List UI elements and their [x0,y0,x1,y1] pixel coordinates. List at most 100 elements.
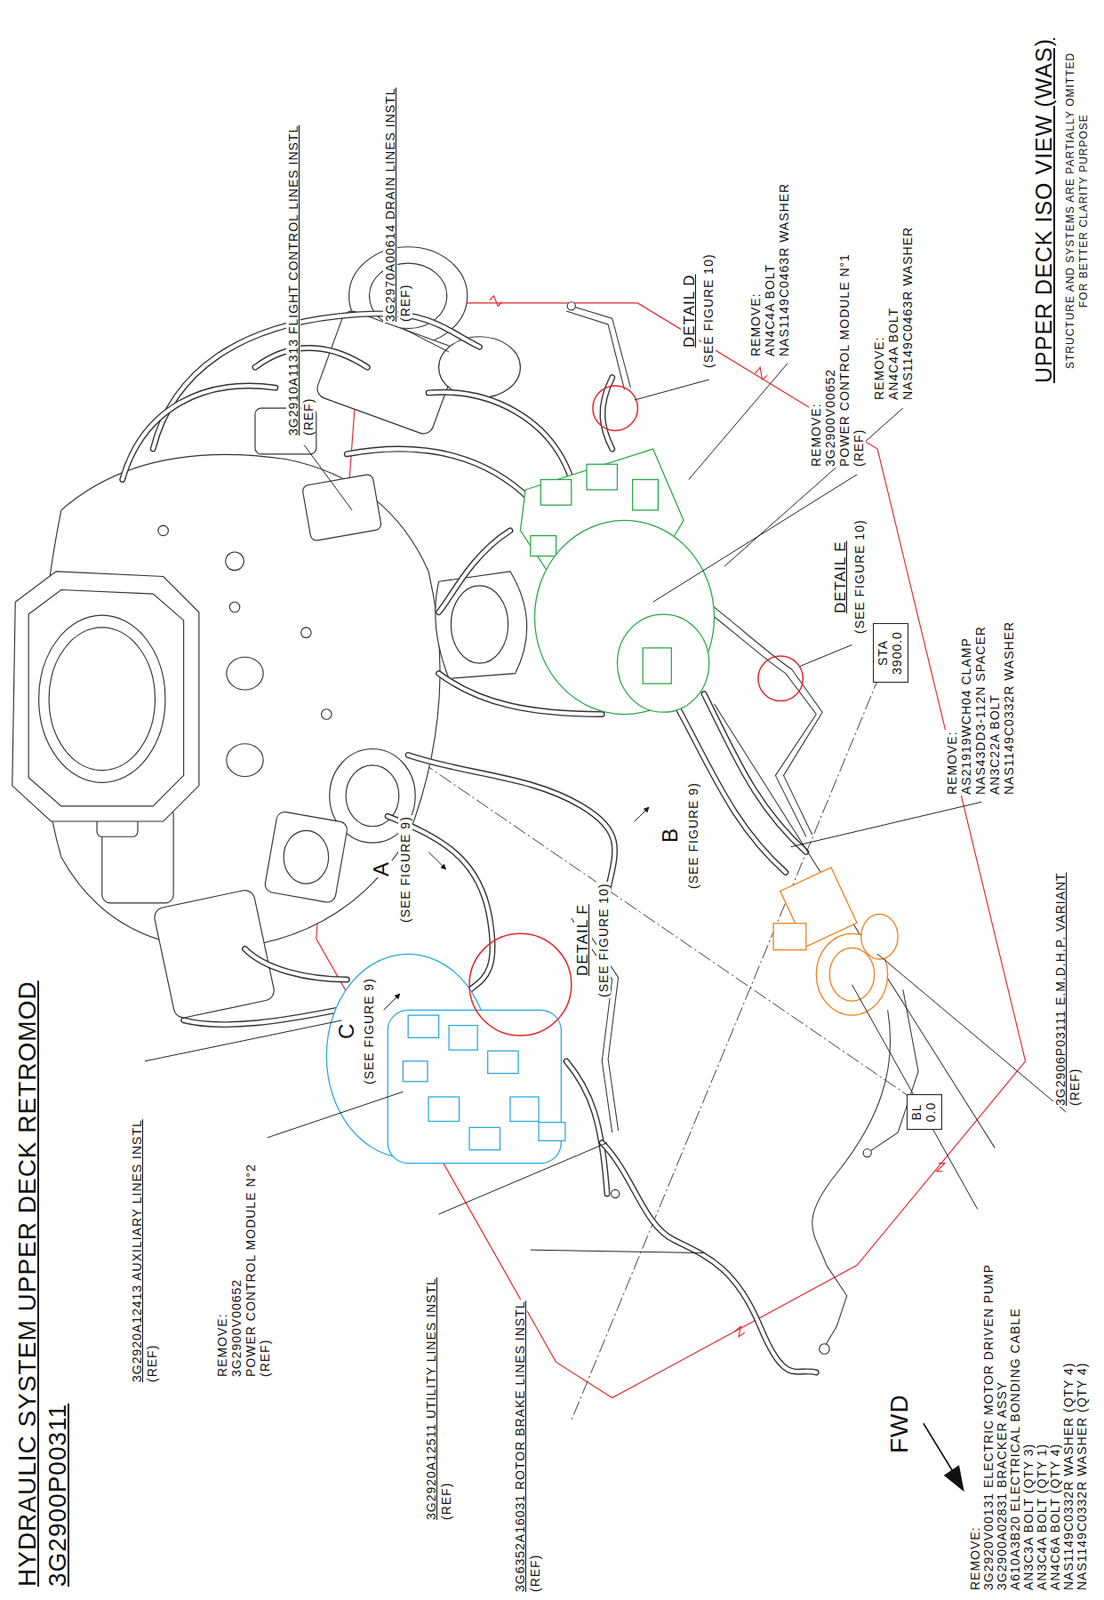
power-control-module [402,1061,428,1082]
detail-callout: DETAIL F [574,903,592,977]
hydraulic-line [571,305,632,388]
hydraulic-tube [122,313,817,1373]
boundary-line [489,296,503,306]
gearbox [48,627,155,771]
datum-line [571,675,880,1421]
removal-note: NAS1149C0463R WASHER [900,225,915,401]
leader-line [791,801,983,848]
removal-note: REMOVE: [748,291,763,358]
forward-arrow [944,1464,965,1492]
gearbox [152,888,277,1020]
view-note: (SEE FIGURE 9) [398,815,413,924]
hydraulic-tube [439,530,511,613]
view-title: UPPER DECK ISO VIEW (WAS) [1031,37,1057,384]
view-arrow [634,807,649,822]
hydraulic-tube [408,754,615,919]
removal-note: NAS1149C0332R WASHER (QTY 4) [1075,1361,1089,1592]
power-control-module [428,1096,459,1122]
hydraulic-tube [428,392,572,480]
view-note: (SEE FIGURE 9) [686,781,701,890]
view-arrow [384,807,649,1010]
part-callout: 3G6352A16031 ROTOR BRAKE LINES INSTL [512,1299,528,1593]
electric-motor-pump [773,867,898,1016]
electric-motor-pump [773,923,807,951]
gearbox [39,615,166,783]
direction-label: FWD [885,1392,914,1455]
leader-line [267,1091,404,1138]
removal-note: A610A3B20 ELECTRICAL BONDING CABLE [1008,1307,1023,1592]
removal-note: POWER CONTROL MODULE N°1 [837,252,852,468]
part-callout: (REF) [1067,1067,1082,1107]
hydraulic-line [714,704,996,1148]
removal-note: AN3C4A BOLT (QTY 1) [1035,1442,1049,1592]
view-arrow [384,993,400,1010]
removal-note: 3G2900V00652 [229,1278,244,1378]
hydraulic-tube [184,1009,337,1024]
removal-note: AN3C22A BOLT [987,693,1002,796]
hydraulic-tube [428,392,572,480]
electric-motor-pump [829,947,875,1001]
hydraulic-line [824,1264,847,1347]
part-callout: (REF) [144,1344,160,1384]
leader-line [304,444,352,510]
gearbox [226,744,264,777]
part-callout: (REF) [301,397,316,437]
hydraulic-line [611,1189,620,1198]
detail-callout: (SEE FIGURE 10) [596,881,611,999]
station-box: STA3900.0 [872,623,909,683]
part-callout: (REF) [528,1553,543,1593]
leader-line [144,1020,343,1062]
box-text: STA [875,630,890,676]
power-control-module [408,1015,439,1038]
boundary-line [936,1163,945,1172]
hydraulic-line [863,1149,872,1158]
hydraulic-tube [601,1143,816,1373]
gearbox [226,656,264,690]
part-callout: 3G2906P03111 E.M.D.H.P. VARIANT [1053,871,1068,1107]
gearbox [158,525,168,536]
power-control-module [326,953,566,1163]
gearbox [12,571,200,822]
gearbox [435,571,528,680]
removal-note: NAS1149C0332R WASHER [1001,620,1016,796]
gearbox [321,709,332,720]
view-arrow [428,851,447,870]
hydraulic-tube [704,694,807,853]
power-control-module [488,1050,519,1073]
removal-note: AS21919WCH04 CLAMP [959,636,974,796]
removal-note: AN4C4A BOLT [762,263,777,358]
leader-line [800,644,853,666]
gearbox [225,552,245,571]
leader-line [851,984,977,1210]
hydraulic-tube [408,754,615,919]
gearbox [301,627,312,638]
boundary-line [754,367,768,380]
detail-circle [469,385,803,1036]
removal-note: AN4C6A BOLT (QTY 4) [1048,1442,1063,1592]
hydraulic-tube [439,530,511,613]
boundary-line [316,296,1026,1399]
removal-note: NAS1149C0332R WASHER (QTY 4) [1062,1361,1076,1592]
gearbox [283,830,329,884]
detail-callout: (SEE FIGURE 10) [701,252,716,369]
removal-note: AN4C4A BOLT [886,306,901,401]
view-letter: C [334,1022,360,1040]
removal-note: POWER CONTROL MODULE N°2 [243,1162,258,1378]
buttline-box: BL0.0 [906,1094,943,1130]
hydraulic-tube [255,347,368,368]
removal-note: REMOVE: [872,335,887,401]
part-callout: 3G2910A11313 FLIGHT CONTROL LINES INSTL [286,124,301,437]
power-control-module [616,614,709,712]
leader-line [439,1143,608,1215]
detail-circle [592,385,639,432]
leader-line [877,953,1066,1112]
removal-note: REMOVE: [944,729,960,796]
power-control-module [510,1096,539,1122]
detail-callout: DETAIL D [680,272,699,349]
part-callout: 3G2970A00614 DRAIN LINES INSTL [383,87,398,323]
removal-note: (REF) [851,428,866,468]
part-callout: (REF) [439,1481,454,1521]
forward-arrow [923,1423,965,1492]
detail-callout: DETAIL E [832,539,850,615]
